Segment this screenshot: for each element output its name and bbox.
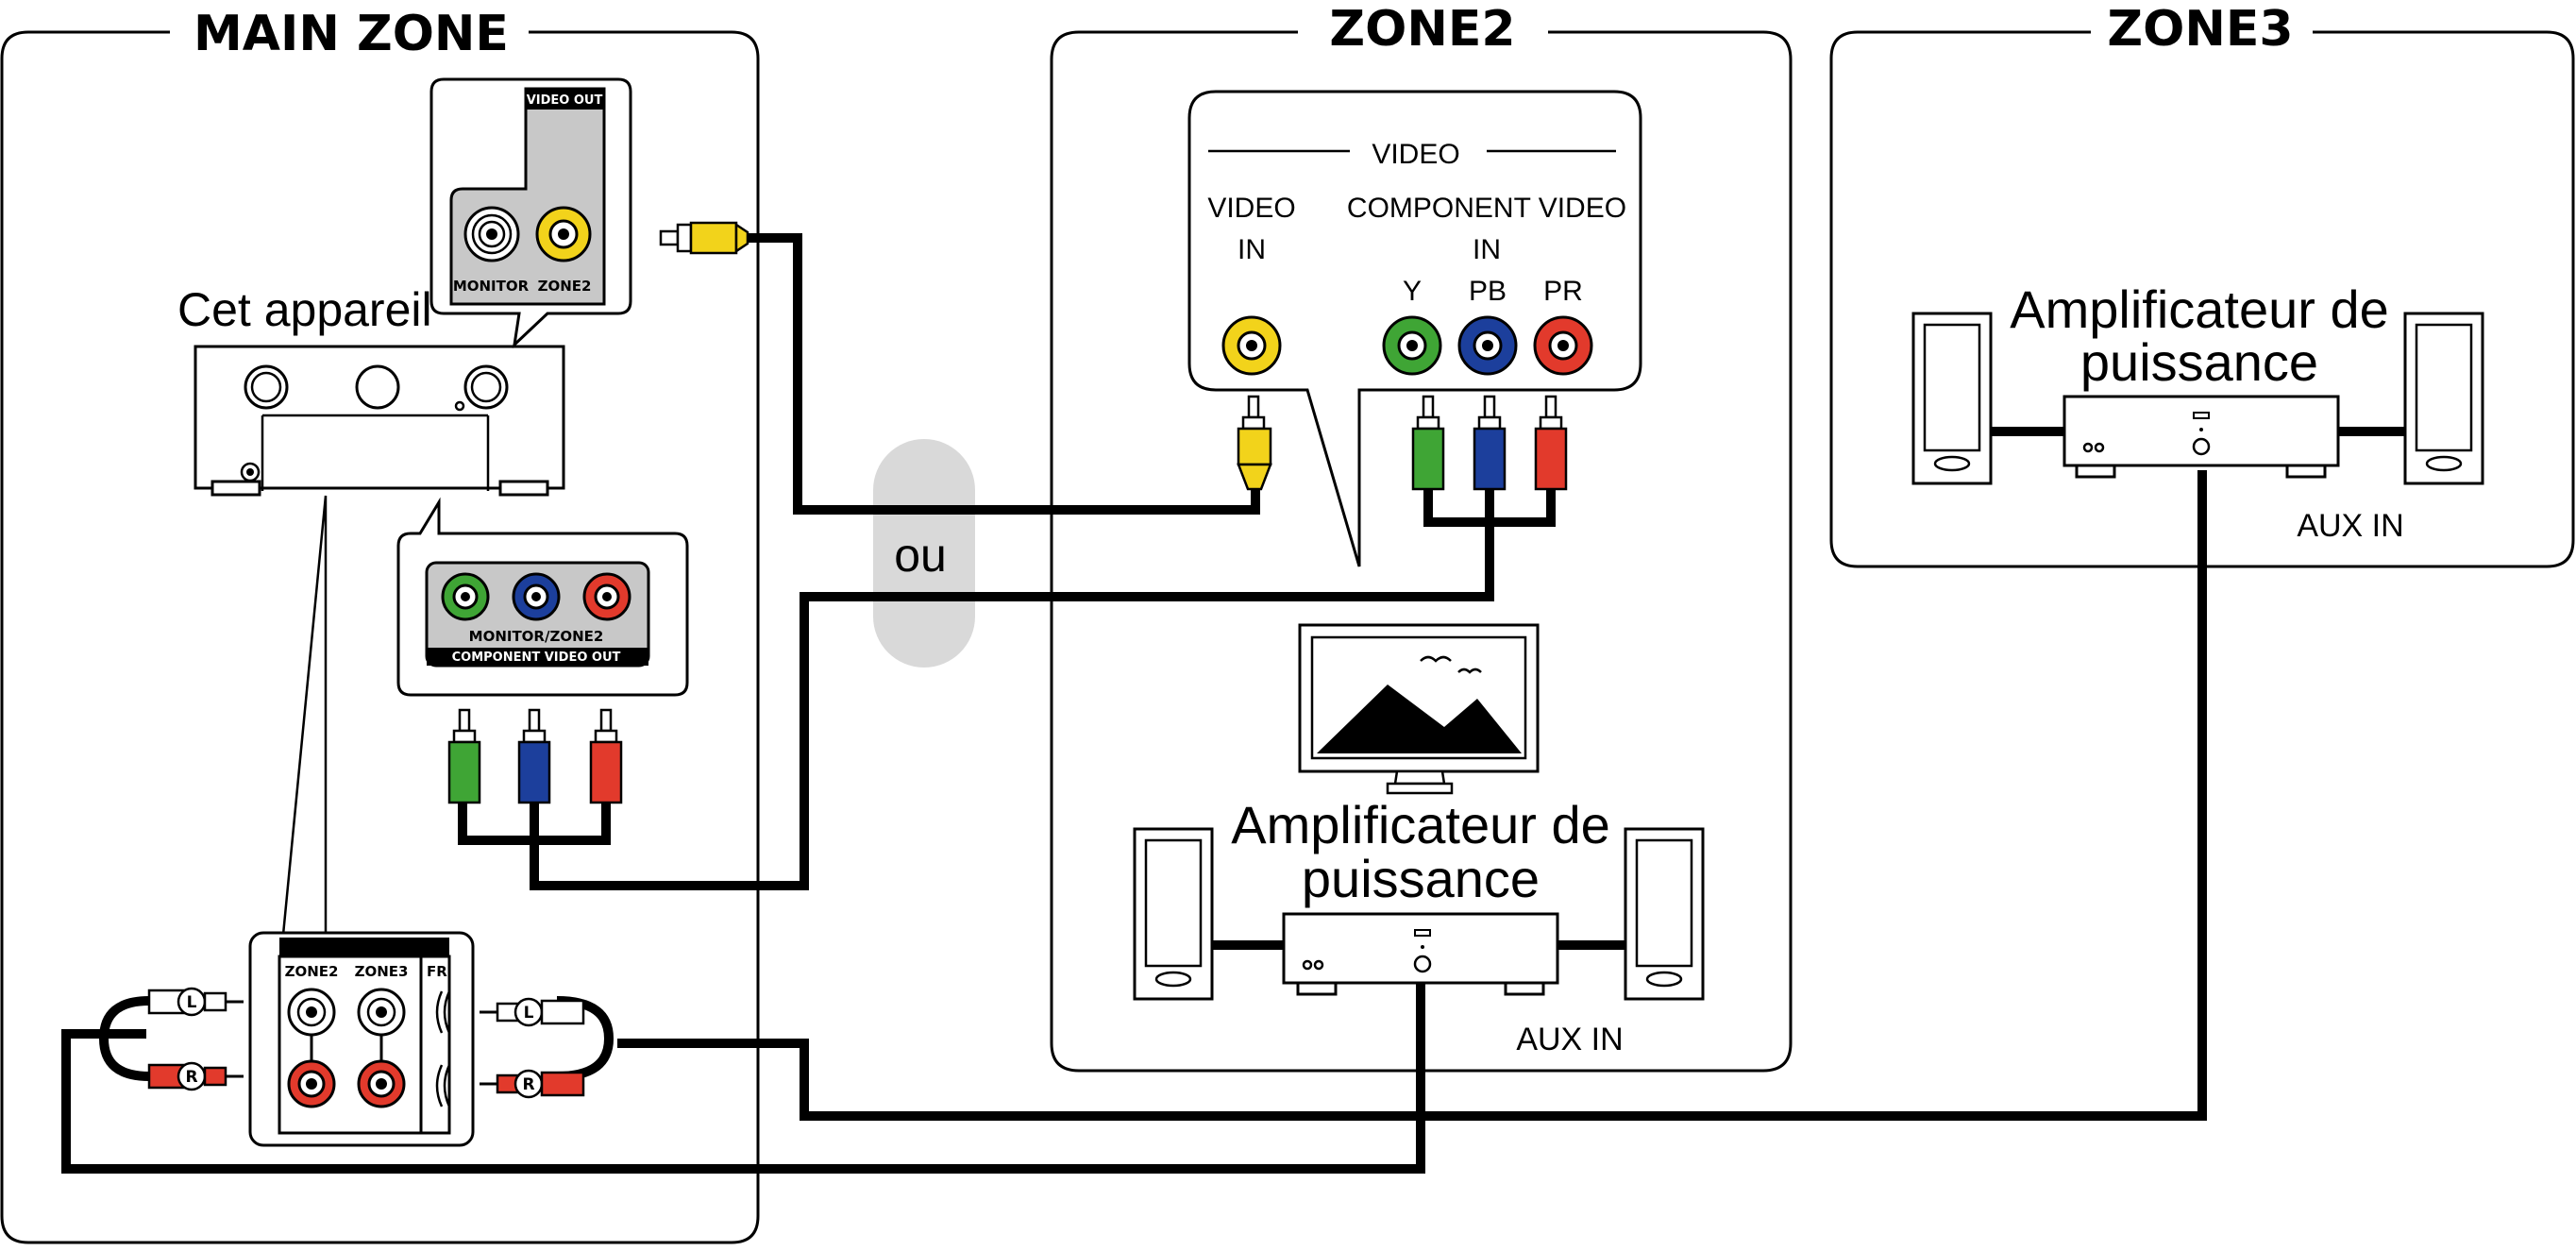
zone3-left-speaker: [1911, 312, 1993, 485]
zone3-right-speaker: [2403, 312, 2484, 485]
y-label: Y: [1403, 276, 1422, 307]
zone2-amp-label-line1: Amplificateur de: [1231, 795, 1610, 854]
main-zone-box: MAIN ZONE: [0, 6, 760, 1244]
receiver-composite-plug: [659, 221, 749, 255]
landscape-picture-icon: [1317, 685, 1522, 753]
tv-monitor: [1298, 623, 1540, 795]
pb-label: PB: [1469, 276, 1507, 307]
audio-zone3-label: ZONE3: [355, 963, 409, 980]
r-plug-letter-right: R: [522, 1075, 534, 1094]
audio-zone2-label: ZONE2: [285, 963, 339, 980]
or-badge: ou: [873, 439, 975, 668]
video-header: VIDEO: [1372, 139, 1459, 170]
zone3-amp-label-line2: puissance: [2080, 332, 2318, 392]
audio-front-partial-label: FR: [427, 963, 447, 980]
video-in-line1: VIDEO: [1207, 193, 1295, 224]
receiver-label: Cet appareil: [177, 283, 432, 336]
component-tv-branch: [1423, 486, 1556, 527]
tv-side-plugs: [1237, 395, 1568, 491]
l-plug-letter-left: L: [187, 993, 197, 1012]
receiver: Cet appareil: [177, 283, 565, 936]
monitor-label: MONITOR: [453, 278, 530, 295]
tv-input-panel: VIDEO VIDEO IN COMPONENT VIDEO IN Y PB P…: [1187, 90, 1642, 567]
zone2-jack-label: ZONE2: [538, 278, 592, 295]
video-out-header: VIDEO OUT: [527, 93, 603, 108]
zone3-power-amp: Amplificateur de puissance AUX IN: [2010, 279, 2403, 544]
receiver-knob-center: [355, 364, 400, 410]
zone2-title: ZONE2: [1329, 1, 1515, 58]
zone3-audio-cable: [617, 470, 2207, 1121]
component-in-line1: COMPONENT VIDEO: [1347, 193, 1626, 224]
zone3-title: ZONE3: [2107, 1, 2293, 58]
zone3-aux-in-label: AUX IN: [2297, 508, 2403, 544]
zone2-aux-in-label: AUX IN: [1516, 1022, 1623, 1057]
r-plug-letter-left: R: [185, 1068, 197, 1087]
zone3-audio-plugs: L R: [480, 997, 585, 1099]
component-receiver-branch: [458, 801, 611, 845]
l-plug-letter-right: L: [524, 1004, 534, 1023]
zone2-right-speaker: [1624, 827, 1705, 1001]
video-in-line2: IN: [1237, 234, 1266, 265]
zone2-audio-cable: [61, 984, 1425, 1174]
receiver-video-out-panel: VIDEO OUT MONITOR ZONE2: [429, 77, 632, 349]
zone3-amp-label-line1: Amplificateur de: [2010, 279, 2389, 339]
receiver-audio-panel: ZONE2 ZONE3 FR: [248, 931, 475, 1147]
zone2-left-speaker: [1133, 827, 1214, 1001]
zone2-audio-loop: [98, 996, 150, 1081]
receiver-component-out-panel: MONITOR/ZONE2 COMPONENT VIDEO OUT: [396, 497, 689, 697]
component-video-cable: [530, 487, 1494, 890]
zone2-audio-plugs: L R: [147, 987, 244, 1091]
zone2-amp-label-line2: puissance: [1302, 849, 1540, 908]
receiver-component-plugs: [447, 708, 623, 804]
composite-video-cable: [742, 233, 1260, 515]
or-label: ou: [894, 529, 947, 582]
component-video-out-label: COMPONENT VIDEO OUT: [452, 651, 621, 665]
component-monitor-zone2-label: MONITOR/ZONE2: [469, 628, 604, 645]
zone2-power-amp: Amplificateur de puissance AUX IN: [1231, 795, 1623, 1057]
component-in-line2: IN: [1473, 234, 1501, 265]
pr-label: PR: [1543, 276, 1583, 307]
main-zone-title: MAIN ZONE: [194, 6, 509, 62]
